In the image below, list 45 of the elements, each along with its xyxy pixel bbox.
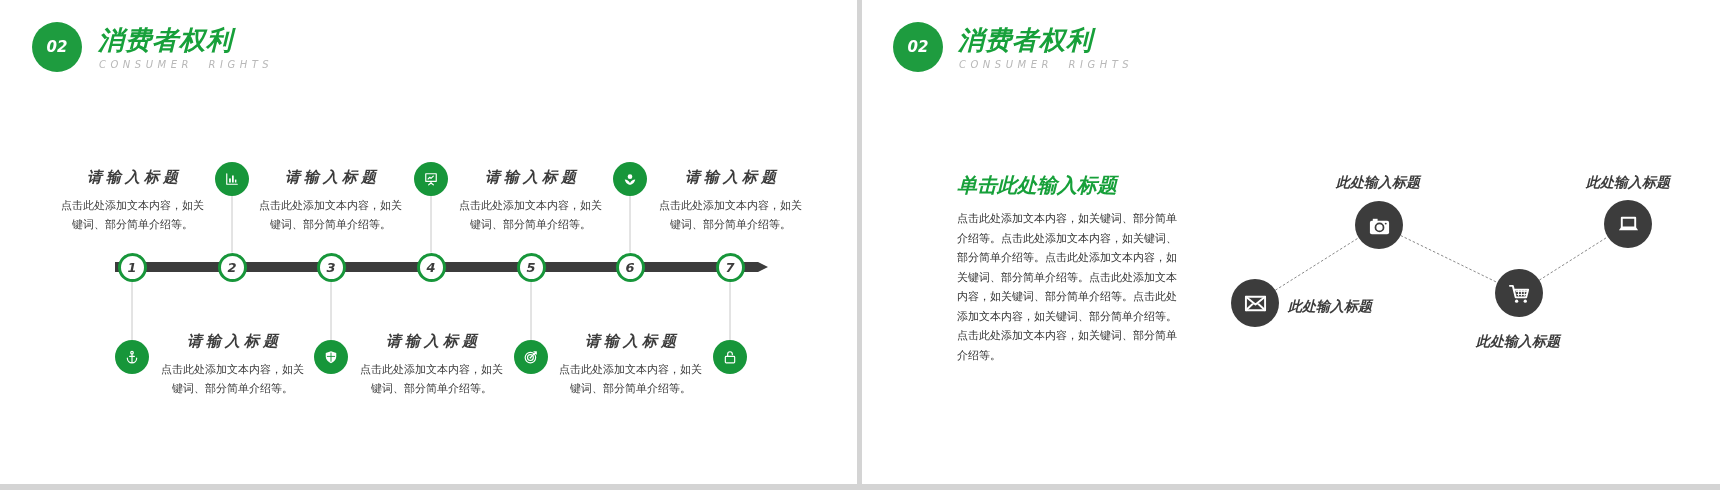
step-title: 请输入标题 — [483, 167, 580, 187]
topic-title: 此处输入标题 — [1586, 174, 1670, 192]
anchor-icon — [115, 340, 149, 374]
step-number-marker: 2 — [217, 252, 247, 282]
step-title: 请输入标题 — [683, 167, 780, 187]
step-description: 点击此处添加文本内容，如关键词、部分简单介绍等。 — [557, 362, 703, 397]
connector-line — [1400, 235, 1498, 283]
step-title: 请输入标题 — [384, 331, 481, 351]
step-number-marker: 7 — [715, 252, 745, 282]
presentation-board-icon — [414, 162, 448, 196]
step-description: 点击此处添加文本内容，如关键词、部分简单介绍等。 — [257, 198, 403, 233]
step-title: 请输入标题 — [85, 167, 182, 187]
topic-title: 此处输入标题 — [1288, 298, 1372, 316]
laptop-icon — [1604, 200, 1652, 248]
shopping-cart-icon — [1495, 269, 1543, 317]
step-description: 点击此处添加文本内容，如关键词、部分简单介绍等。 — [159, 362, 305, 397]
step-description: 点击此处添加文本内容，如关键词、部分简单介绍等。 — [657, 198, 803, 233]
camera-icon — [1355, 201, 1403, 249]
step-number-marker: 4 — [416, 252, 446, 282]
step-title: 请输入标题 — [185, 331, 282, 351]
bar-chart-icon — [215, 162, 249, 196]
connector-line — [1274, 237, 1360, 291]
step-title: 请输入标题 — [283, 167, 380, 187]
section-heading: 单击此处输入标题 — [957, 171, 1117, 199]
topic-title: 此处输入标题 — [1476, 333, 1560, 351]
plant-icon — [613, 162, 647, 196]
step-number-marker: 6 — [615, 252, 645, 282]
target-icon — [514, 340, 548, 374]
step-description: 点击此处添加文本内容，如关键词、部分简单介绍等。 — [59, 198, 205, 233]
step-description: 点击此处添加文本内容，如关键词、部分简单介绍等。 — [457, 198, 603, 233]
section-subtitle: CONSUMER RIGHTS — [99, 58, 274, 70]
step-title: 请输入标题 — [583, 331, 680, 351]
section-number-badge: 02 — [32, 22, 82, 72]
section-number-badge: 02 — [893, 22, 943, 72]
connector-line — [1538, 236, 1609, 281]
step-number-marker: 5 — [516, 252, 546, 282]
step-number-marker: 1 — [117, 252, 147, 282]
envelope-icon — [1231, 279, 1279, 327]
step-description: 点击此处添加文本内容，如关键词、部分简单介绍等。 — [358, 362, 504, 397]
padlock-icon — [713, 340, 747, 374]
body-paragraph: 点击此处添加文本内容，如关键词、部分简单介绍等。点击此处添加文本内容，如关键词、部分简单介绍等。点击此处添加文本内容，如关键词、部分简单介绍等。点击此处添加文本内容，如关键词、部分简单介绍等。点击此处添加文本内容，如关键词、部分简单介绍等。点击此处添加文本内容，如关键词、部分简单介绍等。 — [957, 211, 1178, 364]
topic-title: 此处输入标题 — [1336, 174, 1420, 192]
section-subtitle: CONSUMER RIGHTS — [959, 58, 1134, 70]
step-number-marker: 3 — [316, 252, 346, 282]
shield-icon — [314, 340, 348, 374]
